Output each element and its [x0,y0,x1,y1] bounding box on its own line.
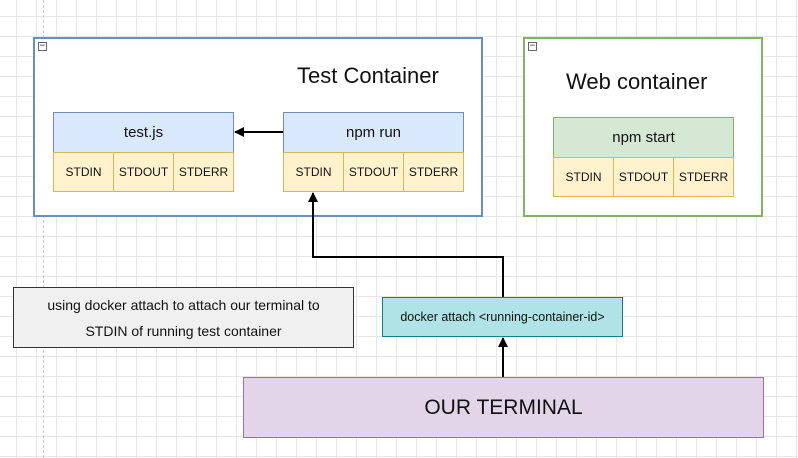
explanation-note[interactable]: using docker attach to attach our termin… [13,287,354,348]
npm-start-stdout[interactable]: STDOUT [613,157,674,197]
npm-run-stdout[interactable]: STDOUT [343,152,404,192]
command-to-npm-run-stdin-arrow [308,192,504,297]
testjs-stdout[interactable]: STDOUT [113,152,174,192]
npm-run-stdin[interactable]: STDIN [283,152,344,192]
test-container-title: Test Container [297,63,439,88]
npm-start-stdin[interactable]: STDIN [553,157,614,197]
testjs-stderr[interactable]: STDERR [173,152,234,192]
our-terminal[interactable]: OUR TERMINAL [243,377,764,438]
npm-start-process[interactable]: npm start [553,117,734,158]
npm-run-process[interactable]: npm run [283,112,464,153]
vertical-guide-line [43,0,44,458]
npm-start-stderr[interactable]: STDERR [673,157,734,197]
docker-attach-command[interactable]: docker attach <running-container-id> [382,297,623,337]
web-container-collapse-icon[interactable]: − [528,41,537,51]
web-container-title: Web container [566,69,708,94]
test-container-collapse-icon[interactable]: − [38,41,47,51]
npm-run-stderr[interactable]: STDERR [403,152,464,192]
testjs-stdin[interactable]: STDIN [53,152,114,192]
